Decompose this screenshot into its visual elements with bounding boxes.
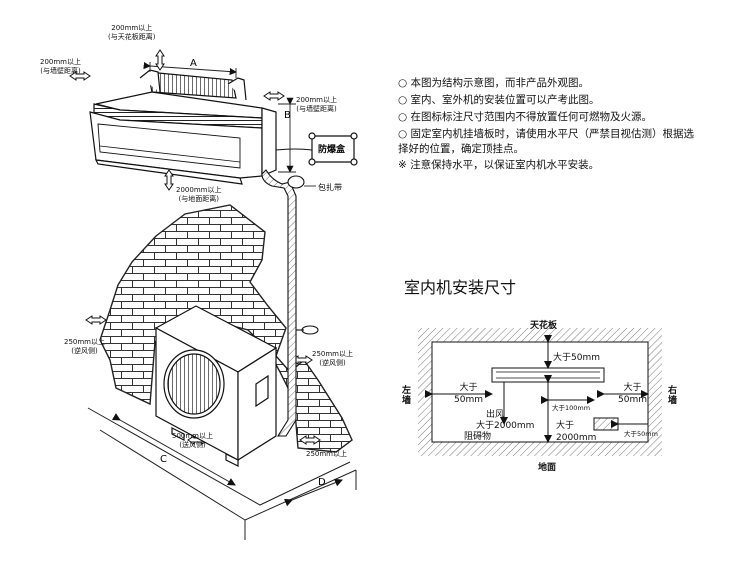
note-5: 择好的位置，确定顶挂点。: [398, 143, 524, 155]
height-label: 大于 2000mm: [556, 420, 596, 444]
right-gap-line1: 大于: [623, 383, 642, 393]
above-gap-label: 大于50mm: [553, 353, 600, 363]
base-clearance-label: 250mm以上: [306, 450, 347, 458]
brick-wall: [99, 204, 353, 453]
rear-clearance-value: 250mm以上: [64, 338, 105, 346]
outlet-label: 出风 大于2000mm 阻碍物: [464, 410, 535, 443]
bottom-clearance-value: 2000mm以上: [176, 186, 222, 194]
outlet-line3: 阻碍物: [464, 432, 492, 442]
side-clearance-value: 250mm以上: [312, 350, 353, 358]
small-gap-label: 大于100mm: [552, 404, 591, 412]
front-clearance-value: 500mm以上: [172, 432, 213, 440]
wrap-tape-label: 包扎带: [318, 182, 342, 192]
dim-b-line: [278, 97, 296, 173]
note-2: ○ 室内、室外机的安装位置可以产考此图。: [398, 94, 600, 106]
front-clearance-label: 500mm以上 (送风侧): [172, 432, 213, 450]
side-clearance-note: (逆风侧): [319, 359, 346, 367]
outdoor-unit: [154, 305, 278, 467]
dim-d-line: [284, 478, 343, 507]
indoor-unit: [89, 69, 277, 185]
junction-box-label: 防爆盒: [318, 143, 346, 155]
outlet-line2: 大于2000mm: [476, 421, 535, 431]
install-size-title: 室内机安装尺寸: [404, 278, 517, 297]
top-clearance-note: (与天花板距离): [108, 33, 156, 41]
left-clearance-label: 200mm以上 (与墙壁距离): [40, 58, 81, 76]
dim-a-label: A: [190, 58, 197, 69]
box-gap-label: 大于50mm: [624, 430, 658, 438]
right-clearance-note: (与墙壁距离): [296, 105, 337, 113]
right-gap-label: 大于 50mm: [618, 382, 647, 406]
height-line2: 2000mm: [556, 433, 597, 443]
note-3: ○ 在图标标注尺寸范围内不得放置任何可燃物及火源。: [398, 111, 652, 123]
rear-clearance-label: 250mm以上 (逆风侧): [64, 338, 105, 356]
note-1: ○ 本图为结构示意图，而非产品外观图。: [398, 77, 589, 89]
bottom-clearance-note: (与地面距离): [178, 195, 219, 203]
pipe-hose: [261, 169, 319, 437]
note-6: ※ 注意保持水平，以保证室内机水平安装。: [398, 159, 600, 171]
right-clearance-label: 200mm以上 (与墙壁距离): [296, 96, 337, 114]
dim-a-line: [143, 61, 237, 78]
junction-box: [308, 132, 358, 166]
top-clearance-label: 200mm以上 (与天花板距离): [108, 24, 155, 42]
dim-c-line: [111, 413, 236, 486]
dim-c-label: C: [160, 454, 167, 465]
front-clearance-note: (送风侧): [179, 441, 206, 449]
height-line1: 大于: [556, 421, 575, 431]
left-wall-label: 左墙: [402, 386, 412, 406]
left-clearance-note: (与墙壁距离): [40, 67, 81, 75]
right-clearance-value: 200mm以上: [296, 96, 337, 104]
bottom-clearance-label: 2000mm以上 (与地面距离): [176, 186, 221, 204]
rear-clearance-note: (逆风侧): [71, 347, 98, 355]
right-gap-line2: 50mm: [618, 395, 647, 405]
note-4: ○ 固定室内机挂墙板时，请使用水平尺（严禁目视估测）根据选: [398, 128, 694, 140]
left-gap-line1: 大于: [459, 383, 478, 393]
dim-b-label: B: [284, 110, 291, 121]
left-gap-label: 大于 50mm: [454, 382, 483, 406]
side-clearance-label: 250mm以上 (逆风侧): [312, 350, 353, 368]
floor-label: 地面: [538, 463, 557, 473]
room-section: [418, 328, 662, 456]
left-clearance-value: 200mm以上: [40, 58, 81, 66]
outlet-line1: 出风: [486, 410, 505, 420]
left-gap-line2: 50mm: [454, 395, 483, 405]
dim-d-label: D: [318, 477, 326, 488]
ceiling-label: 天花板: [530, 321, 558, 331]
top-clearance-value: 200mm以上: [111, 24, 153, 32]
right-wall-label: 右墙: [668, 386, 678, 406]
